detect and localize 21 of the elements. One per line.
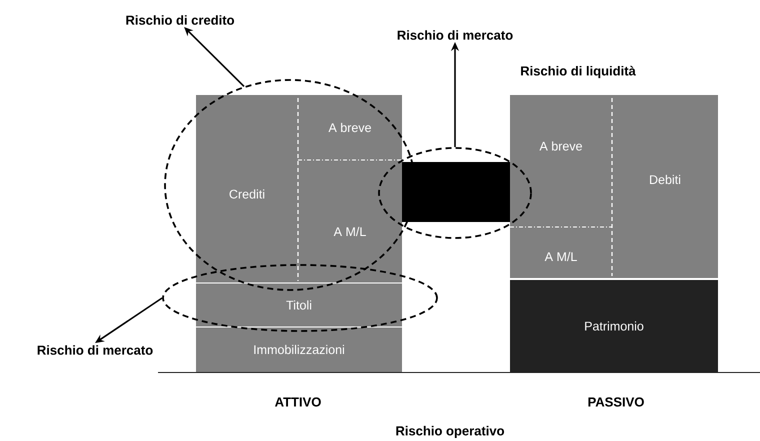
dashed-ellipse: [164, 79, 416, 291]
balance-cell: Debiti: [612, 95, 718, 278]
column-label: PASSIVO: [588, 397, 644, 407]
balance-cell: A M/L: [510, 227, 612, 278]
balance-cell: Patrimonio: [510, 280, 718, 372]
node-label: Crediti: [230, 189, 264, 199]
node-label: A M/L: [334, 226, 366, 236]
node-label: A M/L: [544, 252, 577, 262]
risk-label: Rischio di liquidità: [521, 66, 636, 78]
node-label: A breve: [328, 122, 371, 132]
column-label: ATTIVO: [274, 397, 321, 407]
risk-label: Rischio di credito: [126, 15, 234, 25]
risk-label: Rischio operativo: [396, 426, 504, 438]
node-label: Titoli: [286, 300, 312, 310]
node-label: Immobilizzazioni: [254, 344, 344, 354]
risk-label: Rischio di mercato: [38, 345, 153, 355]
balance-cell: Immobilizzazioni: [196, 326, 402, 372]
dashed-ellipse: [162, 264, 438, 332]
risk-label: Rischio di mercato: [398, 30, 513, 40]
node-label: A breve: [539, 141, 582, 151]
dashed-ellipse: [378, 147, 532, 239]
